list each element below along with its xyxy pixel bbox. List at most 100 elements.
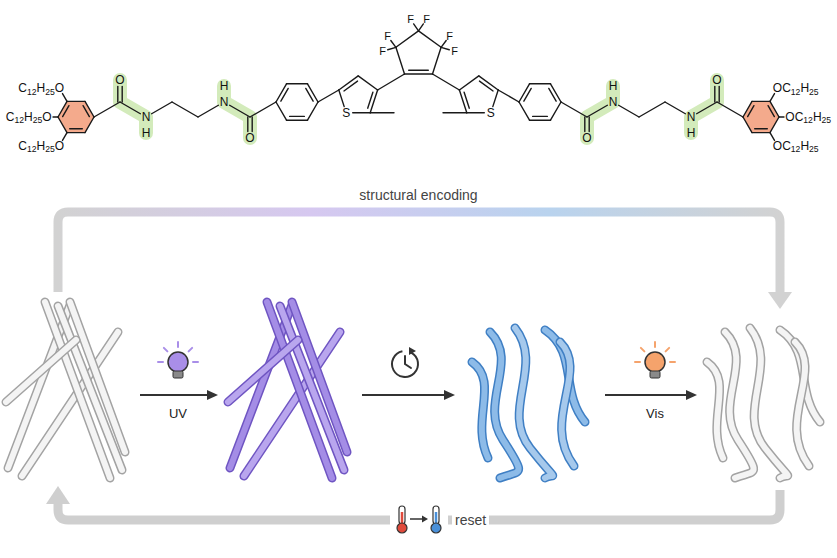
light-ray [666, 348, 670, 352]
bond-line [533, 116, 548, 117]
gallate-ring-fill [743, 101, 779, 132]
bond-line [459, 90, 466, 113]
light-ray [177, 342, 179, 347]
fiber [58, 306, 122, 470]
bond-line [290, 116, 305, 117]
formula-part: C [18, 139, 27, 153]
atom-label: H [687, 127, 696, 139]
formula-part: 12 [791, 87, 801, 97]
fiber [707, 362, 723, 458]
alkoxy-chain: C12H25O [18, 140, 64, 152]
bond-line [63, 106, 69, 117]
bond-line [587, 105, 607, 117]
bond-line [433, 47, 442, 74]
atom-label: N [220, 96, 229, 108]
bond-line [639, 102, 665, 117]
bond-line [697, 102, 717, 114]
fiber [228, 340, 298, 402]
light-ray [635, 361, 640, 363]
atom-label: N [609, 96, 618, 108]
sulfur-atom: S [342, 107, 350, 119]
fiber [750, 328, 788, 478]
alkoxy-chain: OC12H25 [785, 111, 831, 123]
formula-part: H [24, 110, 33, 124]
clock-icon [392, 347, 418, 377]
fiber [725, 332, 754, 478]
bulb-base [173, 371, 183, 378]
formula-part: 25 [809, 87, 819, 97]
bond-line [665, 102, 685, 114]
formula-part: H [37, 81, 46, 95]
light-ray [189, 348, 193, 352]
bond-line [619, 105, 639, 117]
clock-arc [392, 351, 418, 377]
atom-label: H [142, 127, 151, 139]
bond-line [405, 73, 433, 74]
bond-line [524, 88, 531, 101]
bond-line [396, 47, 405, 74]
bond-line [120, 102, 140, 114]
encoding-arrow [58, 212, 780, 293]
bulb-glass [645, 352, 665, 372]
fiber [795, 342, 809, 466]
arrowhead [207, 390, 218, 400]
bond-line [441, 47, 449, 49]
bond-line [58, 101, 67, 117]
bond-line [353, 112, 371, 113]
bond-line [339, 76, 358, 90]
formula-part: 25 [45, 144, 55, 154]
atom-label: N [687, 111, 696, 123]
bond-line [388, 47, 396, 49]
bond-line [172, 102, 198, 117]
fiber [472, 362, 488, 458]
arrowhead [686, 390, 697, 400]
bond-line [67, 101, 85, 102]
formula-part: 25 [33, 115, 43, 125]
bond-line [464, 92, 469, 108]
bond-line [549, 88, 556, 101]
bond-line [344, 81, 358, 91]
straight-fibers-uv [228, 302, 347, 478]
atom-label: H [609, 80, 618, 92]
bond-line [117, 87, 118, 103]
light-ray [654, 342, 656, 347]
formula-part: 25 [822, 115, 832, 125]
curved-fibers-aged [472, 328, 585, 478]
formula-part: H [800, 139, 809, 153]
reset-arrowhead [46, 486, 70, 504]
fiber [280, 306, 344, 470]
bond-line [752, 101, 770, 102]
bond-line [755, 128, 768, 129]
amide-highlight [587, 86, 613, 138]
fiber [750, 328, 788, 478]
fiber [70, 302, 125, 452]
bond-line [770, 101, 779, 117]
curved-fibers-vis [707, 328, 820, 478]
bond-line [121, 87, 122, 103]
light-ray [158, 361, 163, 363]
fiber [472, 362, 488, 458]
formula-part: OC [773, 81, 791, 95]
bond-line [53, 116, 58, 117]
bond-line [409, 69, 429, 70]
fiber [490, 332, 519, 478]
formula-part: H [813, 110, 822, 124]
bond-line [287, 83, 308, 84]
fiber [280, 306, 344, 470]
bond-line [391, 41, 396, 48]
formula-part: 12 [27, 87, 37, 97]
bond-line [743, 101, 752, 117]
bond-line [370, 90, 377, 113]
formula-part: C [6, 110, 15, 124]
bond-line [467, 112, 485, 113]
bond-line [589, 117, 590, 132]
bond-line [551, 102, 562, 120]
bond-line [714, 87, 715, 103]
bond-line [58, 117, 67, 133]
stimulus-label: Vis [646, 407, 664, 420]
clock-arc-head [409, 347, 416, 355]
bond-line [748, 106, 754, 117]
bond-line [251, 117, 252, 132]
fiber [70, 302, 125, 452]
formula-part: O [55, 139, 64, 153]
